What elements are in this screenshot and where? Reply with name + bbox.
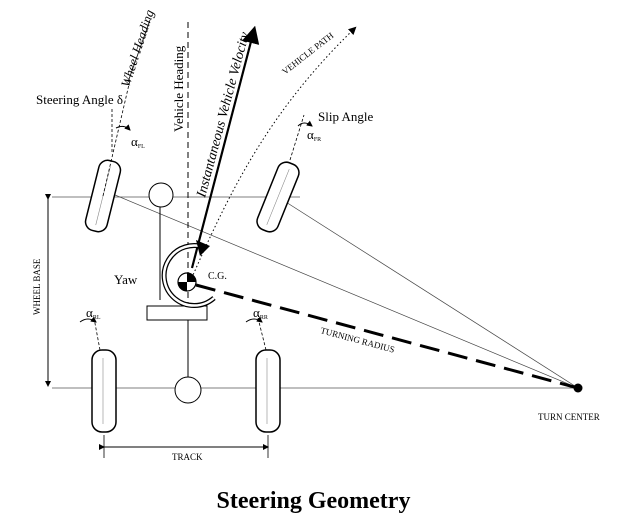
rl-alpha-arc <box>79 316 97 323</box>
alpha-rl-label: αRL <box>86 305 101 321</box>
rr-ref-line <box>257 317 267 351</box>
front-right-wheel <box>256 161 300 233</box>
yaw-label: Yaw <box>114 272 138 287</box>
vehicle-heading-label: Vehicle Heading <box>171 45 186 132</box>
vehicle-path-label: VEHICLE PATH <box>280 30 336 77</box>
fr-to-center-line <box>277 196 579 389</box>
velocity-arrow <box>190 25 260 269</box>
alpha-fl-label: αFL <box>131 134 145 150</box>
cg-label: C.G. <box>208 271 227 282</box>
fl-to-center-line <box>102 189 579 389</box>
rear-right-wheel <box>255 349 281 433</box>
track-label: TRACK <box>172 452 203 462</box>
body-block <box>146 305 208 321</box>
slip-angle-label: Slip Angle <box>318 109 373 124</box>
front-axle-circle <box>148 182 174 208</box>
rl-ref-line <box>93 317 101 351</box>
turning-radius-label: TURNING RADIUS <box>319 325 395 354</box>
fr-alpha-arc <box>297 120 313 127</box>
wheel-heading-pointer <box>127 19 151 83</box>
turn-center-label: TURN CENTER <box>538 412 600 422</box>
turning-radius-line <box>195 283 579 390</box>
figure-caption: Steering Geometry <box>216 488 411 514</box>
yaw-arrow-head <box>196 240 210 256</box>
fr-heading-line <box>289 114 305 161</box>
steering-angle-label: Steering Angle δ <box>36 92 123 107</box>
cg-symbol <box>177 272 197 292</box>
alpha-rr-label: αRR <box>253 305 268 321</box>
rr-alpha-arc <box>245 316 263 323</box>
velocity-label: Instantaneous Vehicle Velocity <box>194 30 253 200</box>
turn-center-dot <box>573 383 583 393</box>
yaw-arc-inner <box>162 244 215 307</box>
rear-left-wheel <box>91 349 117 433</box>
vehicle-path-curve <box>189 26 357 283</box>
wheel-heading-label: Wheel Heading <box>118 7 157 89</box>
fl-alpha-arc <box>115 124 131 131</box>
alpha-fr-label: αFR <box>307 127 321 143</box>
rear-axle-circle <box>174 376 202 404</box>
wheel-base-label: WHEEL BASE <box>32 258 42 315</box>
